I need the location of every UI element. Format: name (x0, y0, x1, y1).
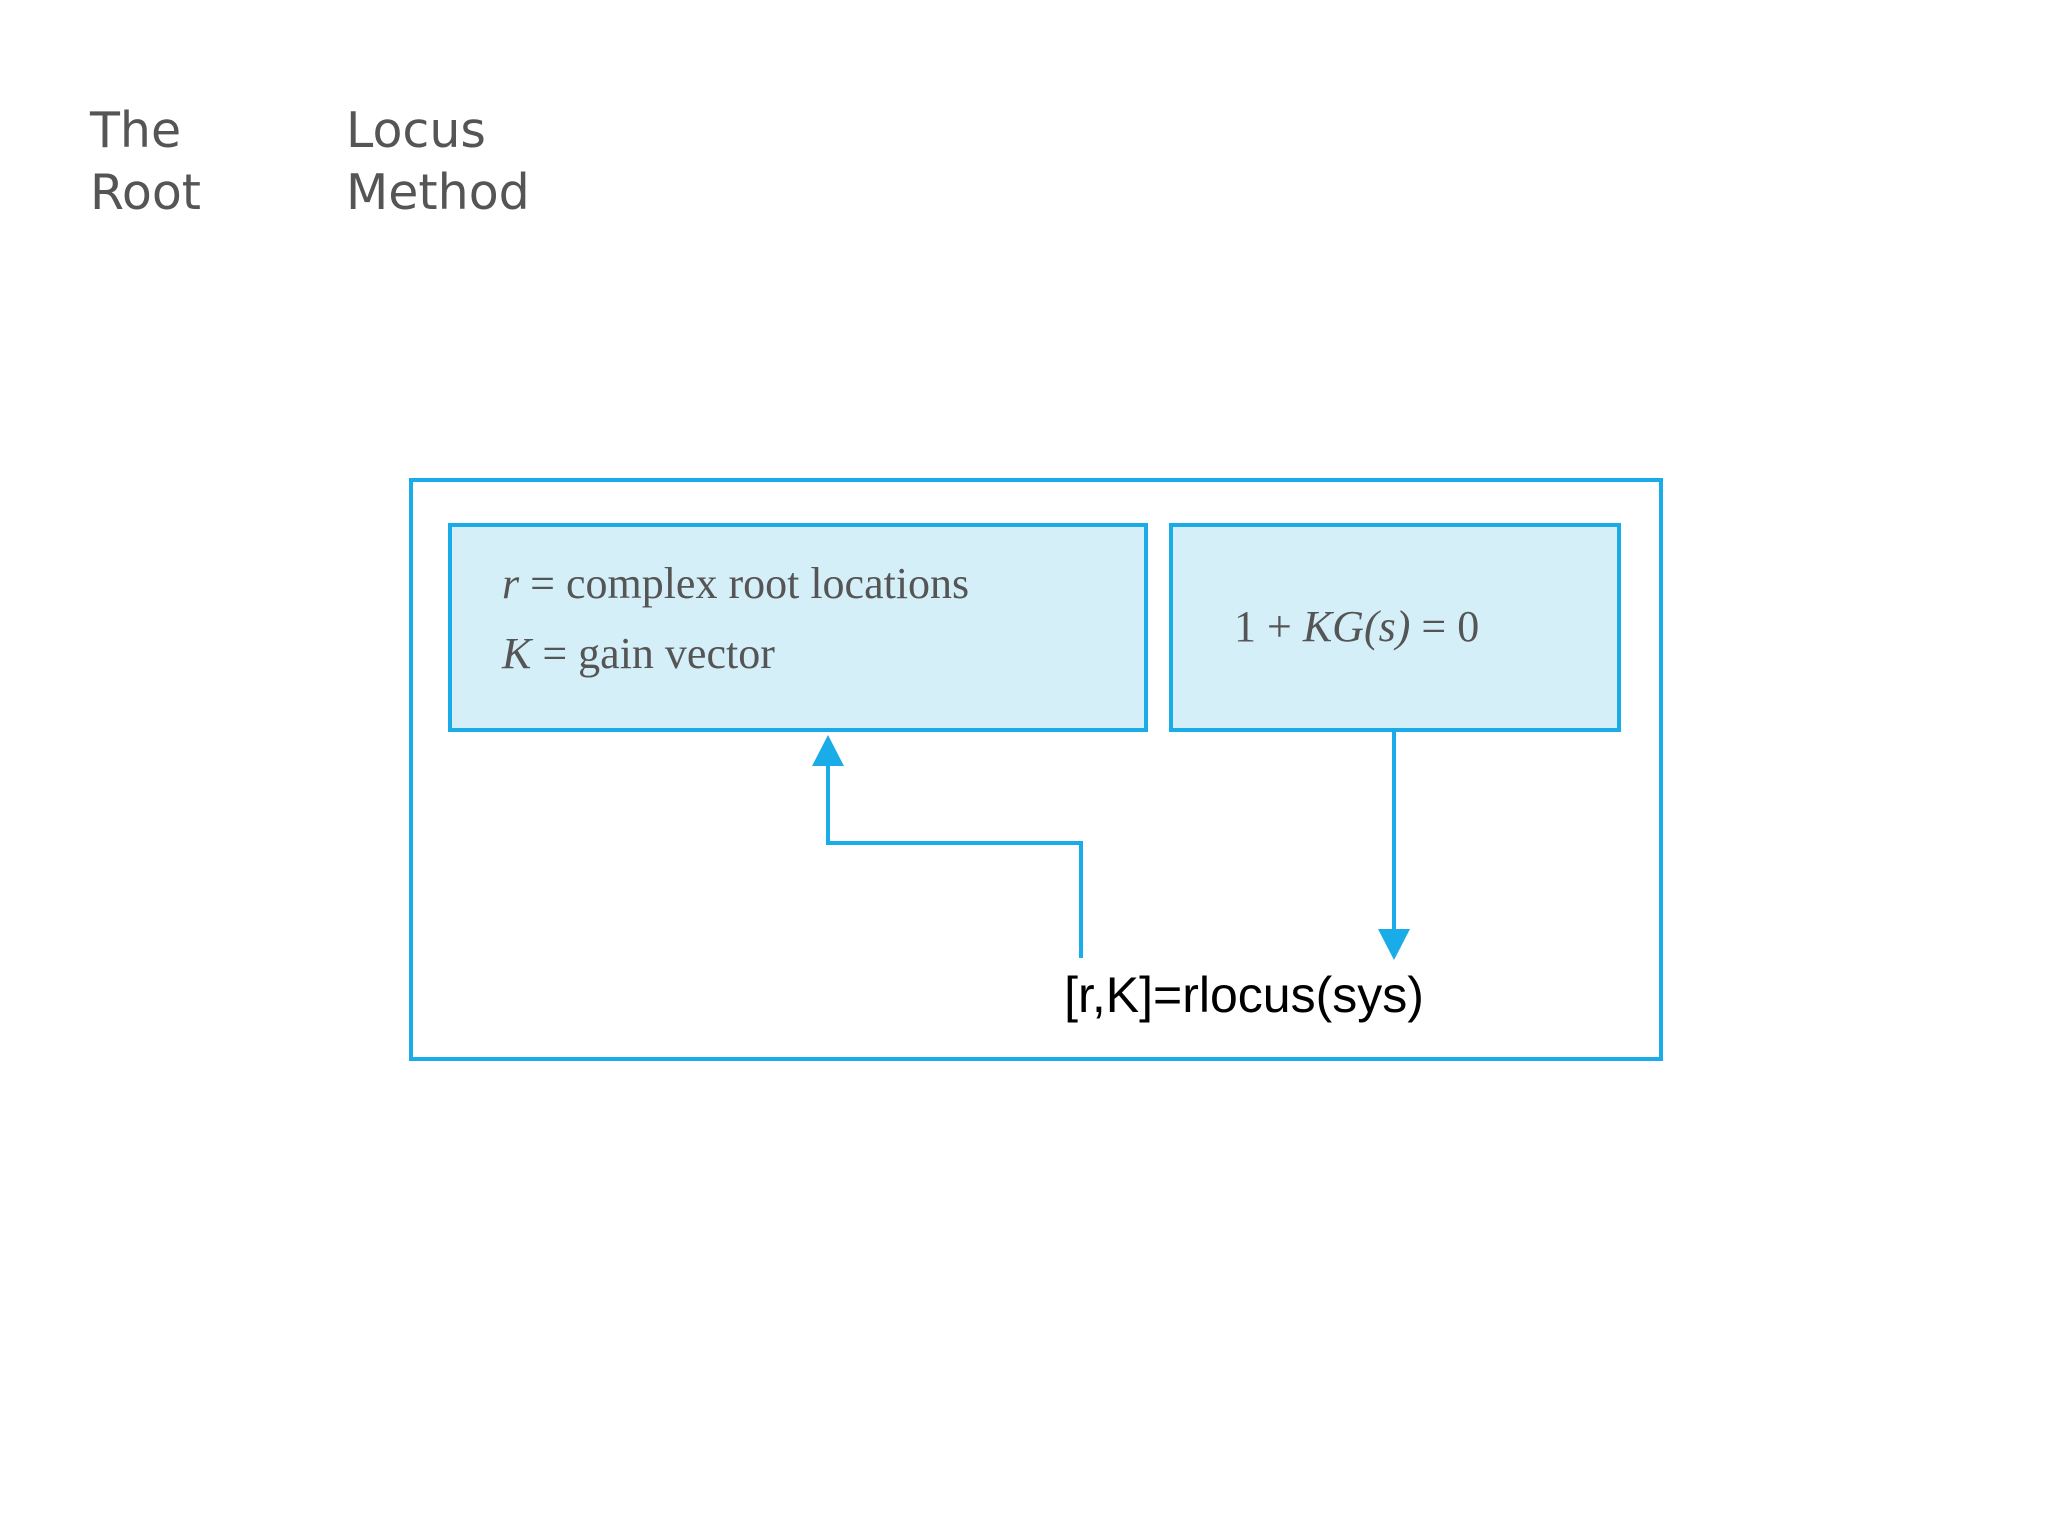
left-box-line-1-text: = complex root locations (519, 559, 969, 608)
slide-title-right: Locus Method (346, 100, 530, 224)
title-word-locus: Locus (346, 102, 486, 159)
left-box-var-k: K (501, 629, 534, 678)
title-word-the: The (90, 102, 182, 159)
left-box-var-r: r (502, 559, 520, 608)
left-box-line-1: r = complex root locations (502, 559, 969, 608)
slide-title-left: The Root (90, 100, 201, 224)
left-box-line-2: K = gain vector (501, 629, 775, 678)
left-box (448, 523, 1148, 732)
equation-suffix: = 0 (1410, 602, 1479, 651)
title-word-method: Method (346, 164, 530, 221)
arrow-to-left-box (826, 760, 1083, 958)
rlocus-command: [r,K]=rlocus(sys) (1064, 967, 1424, 1023)
arrow-head-down (1378, 929, 1410, 960)
equation-prefix: 1 + (1234, 602, 1303, 651)
equation-function: KG(s) (1302, 602, 1411, 651)
characteristic-equation: 1 + KG(s) = 0 (1234, 602, 1479, 651)
title-word-root: Root (90, 164, 202, 221)
arrow-head-up (812, 735, 844, 766)
left-box-line-2-text: = gain vector (531, 629, 775, 678)
outer-frame (409, 478, 1663, 1061)
